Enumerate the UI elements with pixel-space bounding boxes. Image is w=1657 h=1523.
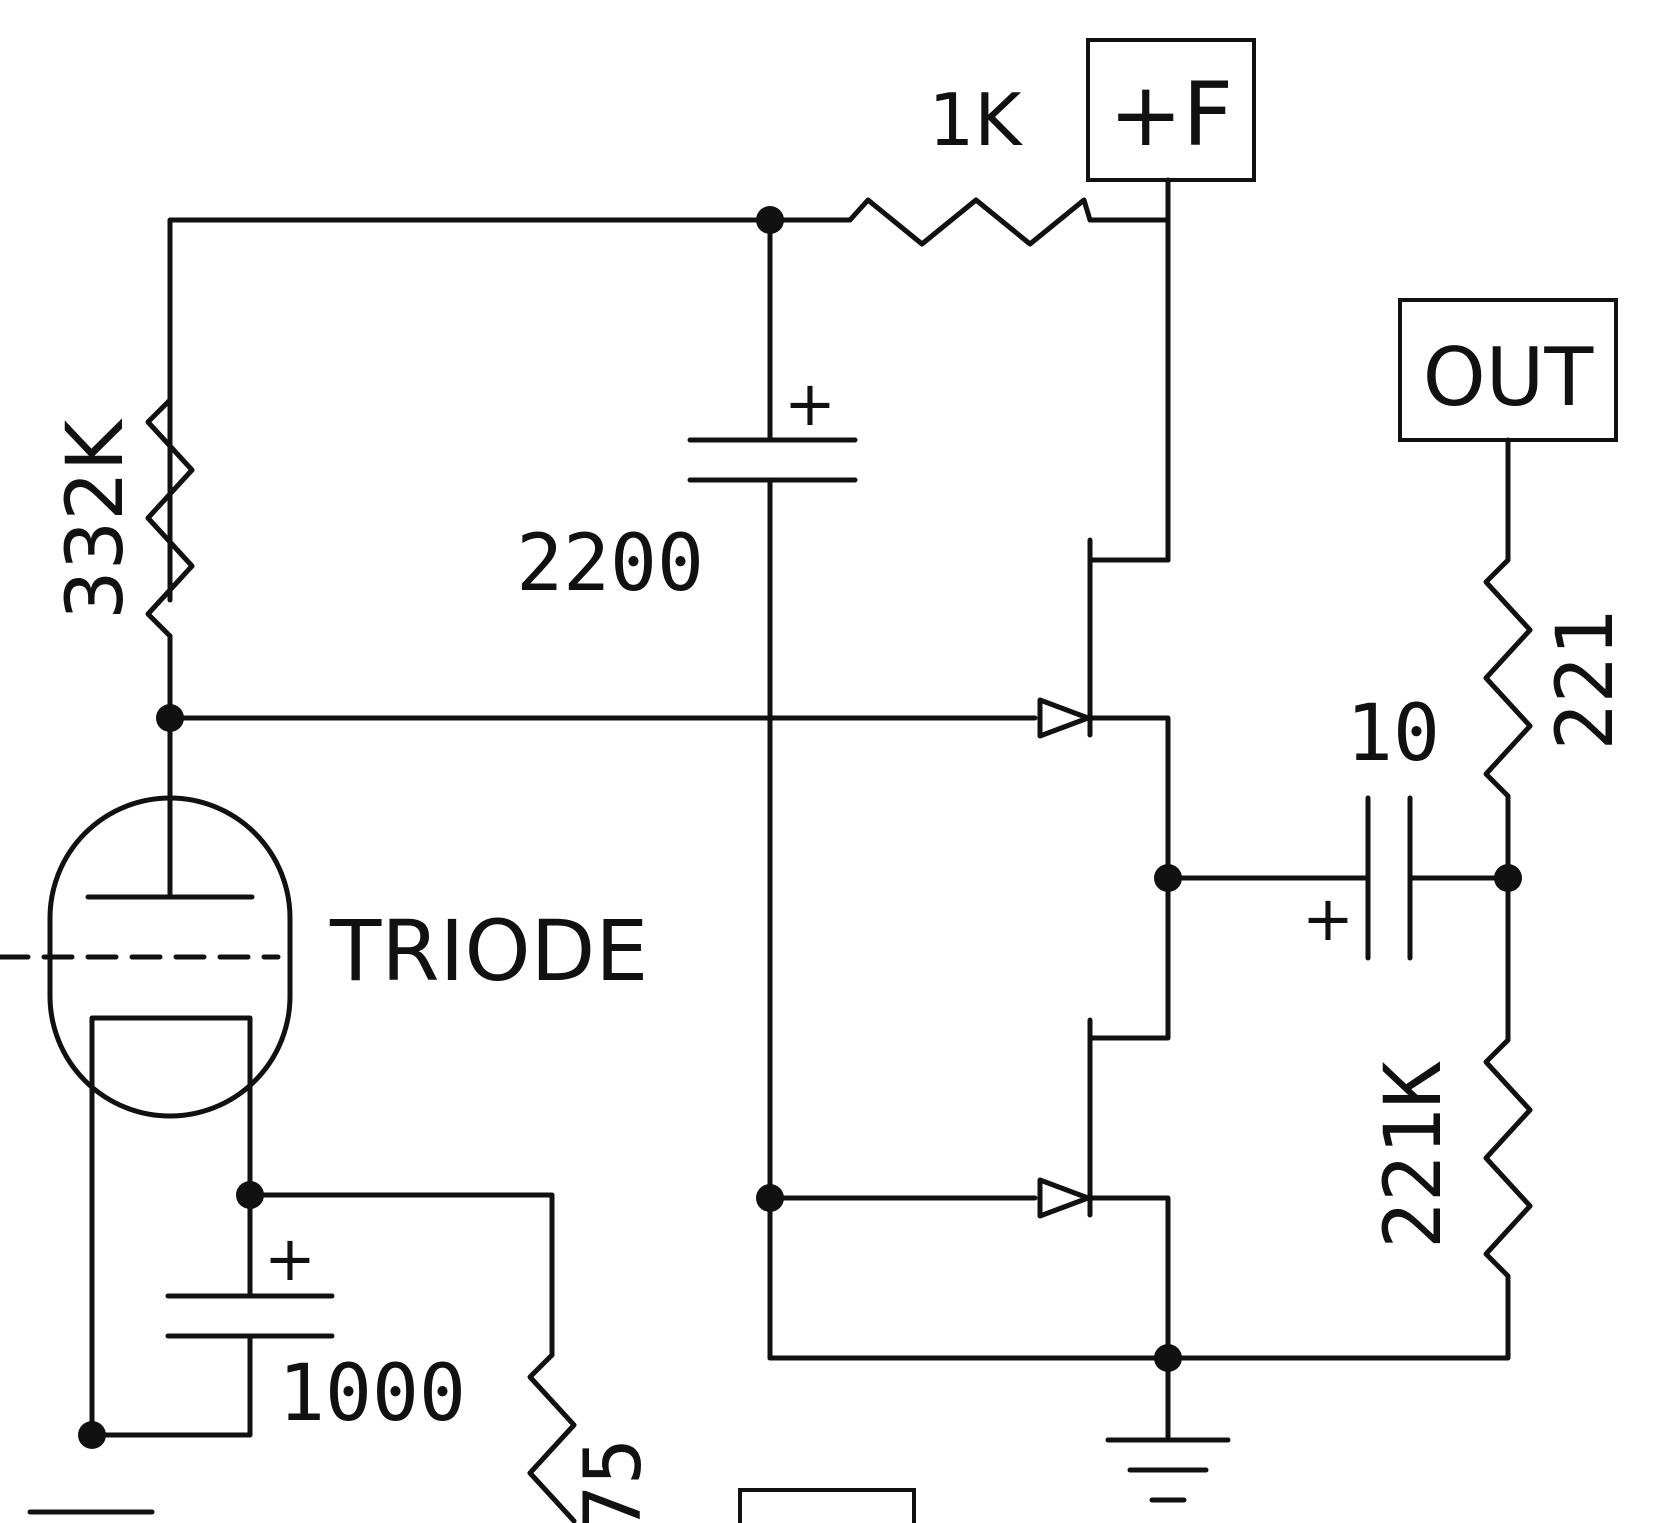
supply-terminal-box — [1086, 38, 1256, 182]
resistor-75 — [527, 1352, 577, 1523]
wire-top-rail — [167, 217, 1171, 603]
triode-tube — [0, 795, 293, 1441]
capacitor-1000-plus: + — [264, 1222, 316, 1295]
wire-bottom-rail — [767, 1195, 1511, 1361]
resistor-221 — [1483, 557, 1533, 799]
resistor-332k — [145, 397, 195, 639]
label-1k: 1K — [928, 78, 1023, 162]
wire-cathode-to-75 — [247, 1192, 555, 1358]
transistor-upper — [1037, 537, 1171, 881]
label-221k: 221K — [1369, 1061, 1459, 1249]
capacitor-2200 — [687, 437, 858, 483]
junction-heater — [78, 1421, 106, 1449]
ground-icon — [1105, 1355, 1231, 1503]
output-label: OUT — [1423, 331, 1595, 424]
label-10: 10 — [1346, 689, 1440, 779]
label-332k: 332K — [51, 418, 141, 620]
label-75: 75 — [569, 1438, 659, 1523]
capacitor-2200-plus: + — [784, 367, 836, 440]
label-221: 221 — [1541, 610, 1631, 751]
transistor-lower — [1037, 875, 1171, 1361]
label-triode: TRIODE — [329, 902, 648, 1000]
supply-label: +F — [1109, 63, 1233, 166]
resistor-221k — [1483, 1037, 1533, 1279]
label-1000: 1000 — [278, 1349, 466, 1439]
partial-terminal-box — [738, 1488, 916, 1523]
capacitor-1000 — [89, 1192, 335, 1438]
label-2200: 2200 — [516, 519, 704, 609]
resistor-1k — [847, 197, 1093, 247]
capacitor-10-plus: + — [1302, 882, 1354, 955]
capacitor-10 — [1365, 795, 1413, 961]
